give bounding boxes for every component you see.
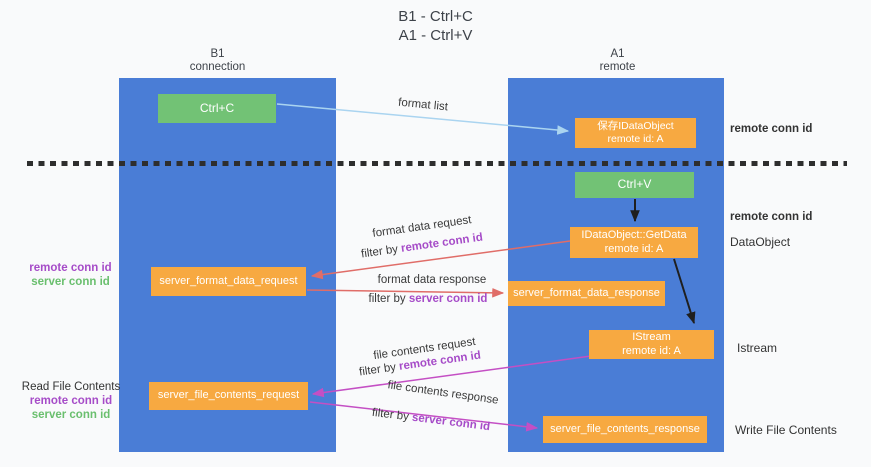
box-istream: IStream remote id: A xyxy=(589,330,714,359)
server-format-data-response-label: server_format_data_response xyxy=(513,286,660,299)
column-b1-name: B1 xyxy=(210,48,225,60)
arrow-file-contents-response xyxy=(309,401,539,432)
left-remote-conn-id-label: remote conn id xyxy=(29,262,112,274)
filter-key-server-2: server conn id xyxy=(408,293,488,305)
column-a1-role: remote xyxy=(599,61,636,73)
column-b1-role: connection xyxy=(189,61,246,73)
column-a1-name: A1 xyxy=(610,48,625,60)
box-save-idataobject: 保存IDataObject remote id: A xyxy=(575,118,696,148)
write-file-contents-label: Write File Contents xyxy=(735,423,837,437)
format-data-response-filter: filter by server conn id xyxy=(348,293,508,305)
right-remote-conn-id-mid: remote conn id xyxy=(730,211,813,223)
column-header-b1: B1 connection xyxy=(150,48,285,74)
istream-side-label: Istream xyxy=(737,341,778,355)
arrow-format-data-response xyxy=(306,288,505,298)
box-server-file-contents-response: server_file_contents_response xyxy=(543,416,707,443)
format-data-response-label: format data response xyxy=(377,274,487,286)
save-idataobject-line1: 保存IDataObject xyxy=(597,119,674,132)
arrow-format-data-request xyxy=(310,240,571,280)
ctrl-v-label: Ctrl+V xyxy=(617,177,652,192)
arrow-format-list xyxy=(276,103,570,135)
server-format-data-request-label: server_format_data_request xyxy=(159,274,298,287)
title-line-1: B1 - Ctrl+C xyxy=(398,8,473,25)
istream-line1: IStream xyxy=(632,331,671,343)
dataobject-label: DataObject xyxy=(730,235,791,249)
title-line-2: A1 - Ctrl+V xyxy=(398,27,473,44)
filter-by-text-2: filter by xyxy=(368,293,406,305)
arrow-file-contents-request xyxy=(311,355,592,398)
ctrl-c-label: Ctrl+C xyxy=(199,100,235,115)
box-server-format-data-request: server_format_data_request xyxy=(151,267,306,296)
istream-line2: remote id: A xyxy=(622,344,681,357)
read-file-contents-label: Read File Contents xyxy=(21,381,121,393)
box-server-format-data-response: server_format_data_response xyxy=(508,281,665,306)
left-conn-id-block: remote conn id server conn id xyxy=(18,261,123,289)
left-remote-conn-id-label-2: remote conn id xyxy=(29,395,113,407)
server-file-contents-response-label: server_file_contents_response xyxy=(550,422,700,435)
column-header-a1: A1 remote xyxy=(550,48,685,74)
save-idataobject-line2: remote id: A xyxy=(607,133,664,145)
arrow-getdata-to-istream xyxy=(673,258,696,325)
right-remote-conn-id-top: remote conn id xyxy=(730,123,813,135)
diagram-title: B1 - Ctrl+C A1 - Ctrl+V xyxy=(0,7,871,45)
server-file-contents-request-label: server_file_contents_request xyxy=(157,389,300,402)
box-ctrl-v: Ctrl+V xyxy=(575,172,694,198)
box-server-file-contents-request: server_file_contents_request xyxy=(149,382,308,410)
getdata-line1: IDataObject::GetData xyxy=(581,229,687,241)
left-server-conn-id-label-2: server conn id xyxy=(31,409,111,421)
box-ctrl-c: Ctrl+C xyxy=(158,94,276,123)
left-read-file-contents-block: Read File Contents remote conn id server… xyxy=(16,380,126,422)
box-idataobject-getdata: IDataObject::GetData remote id: A xyxy=(570,227,698,258)
getdata-line2: remote id: A xyxy=(604,242,664,255)
left-server-conn-id-label: server conn id xyxy=(31,276,110,288)
